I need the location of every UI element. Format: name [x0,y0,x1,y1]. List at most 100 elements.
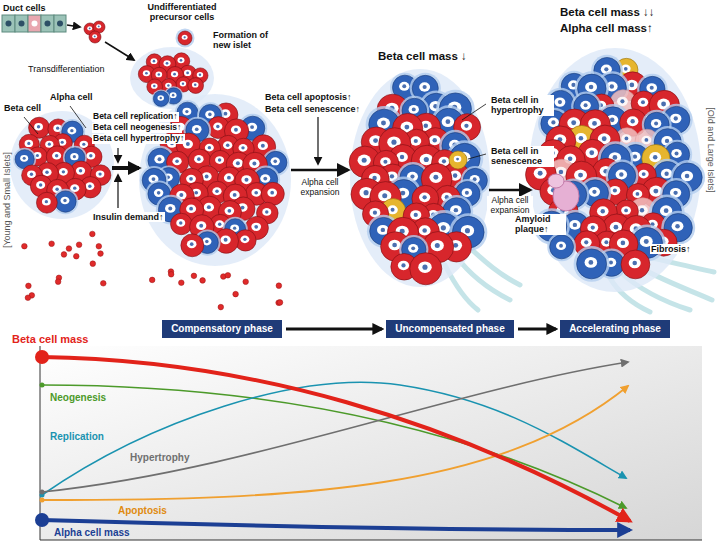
nucleolus [233,226,236,229]
nucleus [80,141,88,148]
insulin-granule [25,295,31,301]
nucleus [205,110,214,118]
nucleolus [614,225,619,230]
nucleus [212,187,221,195]
label: Hypertrophy [130,452,189,464]
label: Alpha cell expansion [296,178,344,198]
arrow [117,175,118,208]
nucleus [671,149,681,158]
nucleus [34,123,43,131]
nucleolus [644,138,648,142]
nucleolus [226,144,230,148]
nucleolus [653,155,658,160]
nucleus [59,168,68,176]
insulin-granule [243,279,249,285]
nucleolus [152,177,156,181]
nucleus [420,154,433,165]
alpha-cell [577,249,607,279]
nucleolus [153,60,156,63]
phase-box: Uncompensated phase [386,320,514,338]
insulin-granule [100,281,106,287]
nucleus [45,21,51,27]
arrow [117,148,118,162]
precursor-halo [176,29,195,48]
nucleolus [168,206,172,210]
nucleus [241,175,251,184]
nucleolus [673,191,677,195]
nucleolus [653,189,658,194]
nucleus [670,114,681,124]
label: Beta cell hypertrophy↑ [92,134,185,144]
nucleolus [633,154,637,158]
label: Beta cell mass ↓ [378,50,467,63]
nucleolus [189,207,193,211]
nucleus [151,83,158,89]
nucleus [399,82,409,91]
label: Beta cell apoptosis↑ [264,92,353,102]
nucleolus [381,121,386,126]
nucleolus [644,239,649,244]
label: Formation of new islet [213,30,275,51]
nucleolus [401,263,405,267]
beta-cell [261,182,284,205]
nucleolus [592,121,597,126]
nucleolus [422,195,426,199]
nucleolus [56,127,59,130]
nucleus [377,225,389,235]
insulin-granule [22,243,28,249]
nucleus [462,188,472,197]
nucleolus [654,121,658,125]
nucleolus [383,160,387,164]
insulin-granule [66,246,72,252]
nucleolus [73,186,76,189]
insulin-granule [76,242,82,248]
phase-label: Accelerating phase [569,323,661,334]
nucleus [556,241,566,250]
nucleolus [373,211,377,215]
nucleus [258,141,268,150]
nucleus [67,127,76,135]
insulin-granule [73,253,79,259]
nucleus [205,144,214,152]
nucleolus [236,161,240,165]
label: Transdifferentiation [28,64,105,74]
nucleus [20,155,28,162]
nucleolus [571,120,576,125]
nucleus [194,155,203,163]
nucleus [171,71,178,77]
nucleus [231,125,241,134]
nucleolus [364,190,369,195]
nucleolus [559,244,563,248]
nucleolus [589,85,594,90]
nucleolus [233,193,237,197]
label: [Old and Large Islets] [706,107,716,193]
nucleus [461,121,472,131]
nucleus [42,198,51,206]
nucleolus [234,128,238,132]
nucleus [569,220,580,230]
nucleolus [45,200,48,203]
nucleolus [610,84,614,88]
nucleus [215,156,224,164]
nucleus [220,235,230,244]
duct-cell [41,15,54,32]
phase-label: Compensatory phase [171,323,273,334]
nucleus [419,225,431,235]
nucleolus [55,187,59,191]
nucleus [187,240,197,248]
beta-cell [410,253,442,285]
nucleolus [620,99,624,103]
nucleolus [390,174,394,178]
nucleus [60,197,69,205]
nucleus [431,240,444,251]
curve-start [35,350,49,364]
nucleolus [37,125,40,128]
insulin-granule [276,283,282,289]
label: Apoptosis [118,505,167,517]
nucleolus [454,208,458,212]
nucleus [155,72,162,78]
islets [10,21,705,310]
nucleolus [453,173,458,178]
duct-cell [28,15,41,32]
